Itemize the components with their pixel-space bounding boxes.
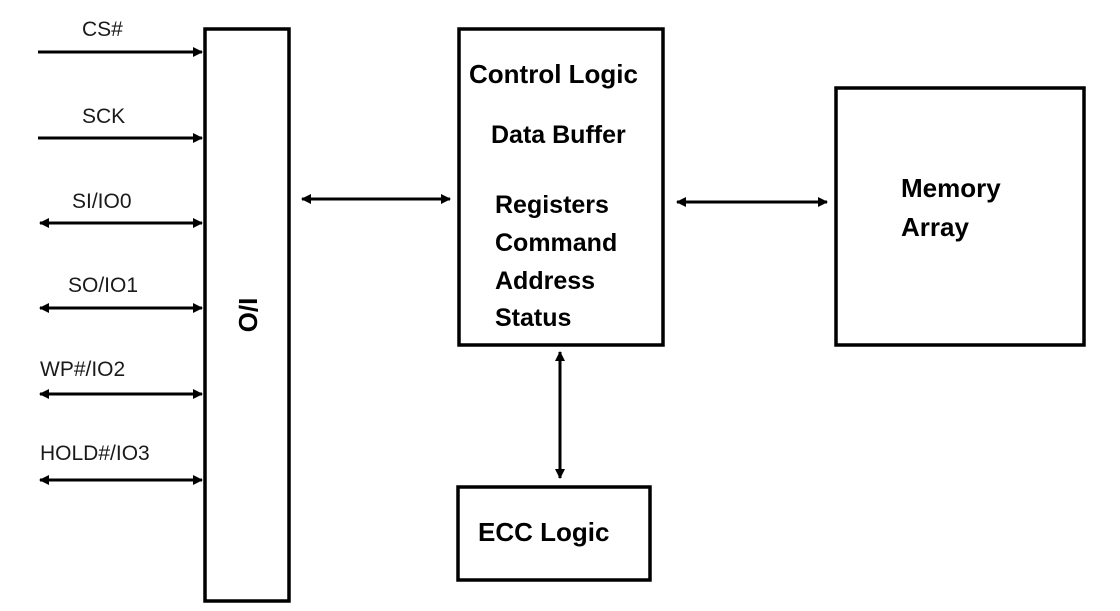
io-block-label: I/O	[233, 298, 263, 333]
signal-label-si-io0: SI/IO0	[72, 190, 132, 213]
ecc-logic-block: ECC Logic	[456, 485, 652, 582]
ecc-logic-box	[456, 485, 652, 582]
control-logic-title: Control Logic	[469, 59, 638, 89]
signal-label-sck: SCK	[82, 105, 125, 128]
control-logic-status: Status	[495, 304, 571, 332]
control-logic-block: Control Logic Data Buffer Registers Comm…	[457, 27, 665, 347]
control-logic-box	[457, 27, 665, 347]
memory-array-block: Memory Array	[834, 86, 1086, 347]
signal-so-io1: SO/IO1	[39, 274, 203, 313]
ecc-logic-label: ECC Logic	[478, 517, 609, 547]
control-logic-command: Command	[495, 229, 617, 257]
control-logic-data-buffer: Data Buffer	[491, 121, 626, 149]
signal-wp-io2: WP#/IO2	[39, 358, 203, 399]
io-block: I/O	[203, 27, 291, 603]
io-block-box	[203, 27, 291, 603]
signal-hold-io3: HOLD#/IO3	[39, 442, 203, 485]
signal-label-so-io1: SO/IO1	[68, 274, 138, 297]
control-logic-registers: Registers	[495, 191, 609, 219]
signal-label-wp-io2: WP#/IO2	[40, 358, 125, 381]
signal-label-hold-io3: HOLD#/IO3	[40, 442, 150, 465]
memory-array-line2: Array	[901, 212, 969, 242]
signal-sck: SCK	[38, 105, 203, 143]
memory-array-line1: Memory	[901, 173, 1001, 203]
control-logic-address: Address	[495, 267, 595, 295]
signal-label-cs: CS#	[82, 18, 123, 41]
memory-array-box	[834, 86, 1086, 347]
signal-cs: CS#	[38, 18, 203, 57]
signal-si-io0: SI/IO0	[39, 190, 203, 228]
